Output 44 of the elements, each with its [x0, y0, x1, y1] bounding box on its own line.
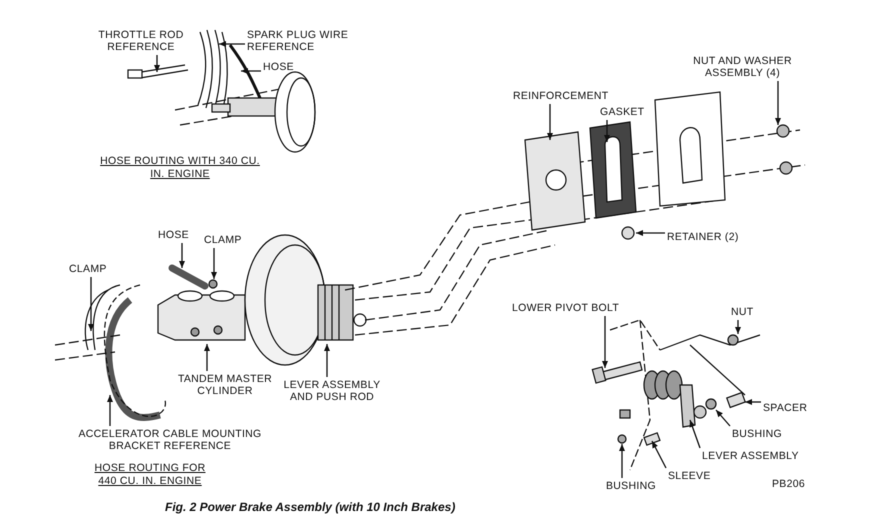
part-label: SPARK PLUG WIRE REFERENCE	[247, 29, 359, 53]
part-label: HOSE	[158, 229, 194, 241]
inset-heading: HOSE ROUTING FOR 440 CU. IN. ENGINE	[94, 462, 206, 488]
leader-line	[219, 41, 245, 47]
part-label: NUT AND WASHER ASSEMBLY (4)	[685, 55, 800, 79]
figure-caption: Fig. 2 Power Brake Assembly (with 10 Inch Brakes)	[165, 500, 456, 514]
leader-line	[211, 248, 217, 279]
leader-line	[602, 316, 608, 368]
part-label: RETAINER (2)	[667, 231, 757, 243]
leader-line	[154, 55, 160, 72]
leader-line	[179, 243, 185, 268]
leader-line	[636, 230, 665, 236]
leader-line	[651, 440, 667, 468]
part-label: HOSE	[263, 61, 303, 73]
part-label: BUSHING	[606, 480, 662, 492]
leader-line	[547, 104, 553, 140]
leader-line	[107, 395, 113, 426]
leader-line	[689, 420, 701, 448]
figure-code: PB206	[772, 478, 806, 490]
part-label: NUT	[731, 306, 761, 318]
part-label: LEVER ASSEMBLY	[702, 450, 802, 462]
part-label: GASKET	[600, 106, 650, 118]
leader-line	[604, 120, 610, 142]
leader-line	[88, 277, 94, 331]
leader-line	[745, 399, 761, 405]
leader-line	[324, 344, 330, 377]
leader-line	[204, 344, 210, 371]
leader-line	[735, 320, 741, 334]
part-label: CLAMP	[204, 234, 250, 246]
leader-line	[241, 68, 261, 74]
leader-line	[619, 444, 625, 478]
part-label: LOWER PIVOT BOLT	[512, 302, 632, 314]
part-label: CLAMP	[69, 263, 115, 275]
part-label: BUSHING	[732, 428, 786, 440]
part-label: REINFORCEMENT	[513, 90, 613, 102]
leader-line	[775, 81, 781, 125]
leader-line	[716, 410, 730, 426]
inset-heading: HOSE ROUTING WITH 340 CU. IN. ENGINE	[99, 155, 261, 181]
part-label: SPACER	[763, 402, 811, 414]
part-label: THROTTLE ROD REFERENCE	[95, 29, 187, 53]
part-label: TANDEM MASTER CYLINDER	[170, 373, 280, 397]
part-label: LEVER ASSEMBLY AND PUSH ROD	[282, 379, 382, 403]
part-label: ACCELERATOR CABLE MOUNTING BRACKET REFERENCE	[70, 428, 270, 452]
part-label: SLEEVE	[668, 470, 710, 482]
